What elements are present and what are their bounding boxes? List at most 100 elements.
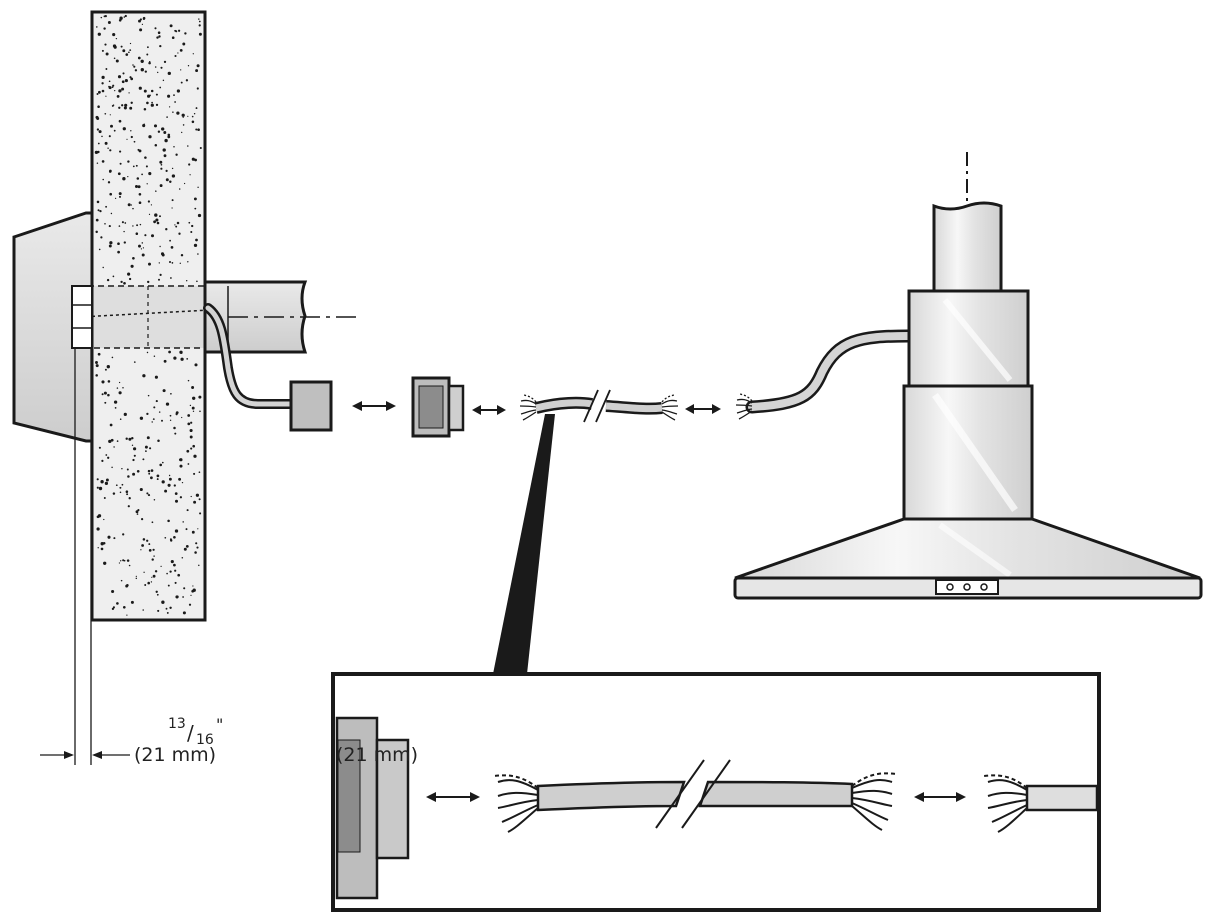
wall-speckle — [129, 106, 133, 110]
wall-speckle — [145, 450, 147, 452]
wall-speckle — [193, 500, 197, 504]
wall-speckle — [128, 51, 130, 54]
wall-speckle — [191, 530, 195, 534]
wall-speckle — [151, 576, 153, 578]
wall-speckle — [128, 277, 132, 281]
wall-speckle — [134, 69, 138, 72]
wall-speckle — [176, 89, 181, 93]
wall-speckle — [131, 436, 134, 440]
wall-speckle — [111, 104, 114, 107]
wall-speckle — [161, 419, 163, 422]
wall-speckle — [128, 437, 132, 441]
wall-speckle — [142, 124, 146, 128]
wall-speckle — [198, 471, 201, 474]
wall-speckle — [154, 66, 157, 68]
wall-speckle — [179, 496, 183, 499]
wall-speckle — [151, 421, 153, 423]
male-plug-icon — [411, 376, 465, 438]
wall-speckle — [174, 499, 179, 503]
wall-speckle — [196, 64, 200, 68]
wall-speckle — [144, 445, 148, 449]
wall-speckle — [141, 544, 144, 547]
wall-speckle — [157, 609, 160, 612]
wall-speckle — [129, 42, 132, 45]
wall-speckle — [142, 458, 145, 461]
wall-speckle — [141, 416, 143, 419]
wall-speckle — [168, 474, 171, 477]
wall-speckle — [157, 439, 160, 443]
wall-speckle — [199, 512, 202, 515]
wall-speckle — [143, 107, 147, 111]
wall-speckle — [107, 21, 111, 24]
wall-speckle — [141, 173, 143, 176]
wall-speckle — [121, 104, 124, 107]
wall-speckle — [190, 447, 193, 450]
wall-speckle — [143, 89, 147, 93]
wall-speckle — [178, 188, 181, 190]
wall-speckle — [148, 61, 151, 65]
wall-speckle — [171, 174, 176, 178]
wall-speckle — [191, 157, 195, 161]
wall-speckle — [133, 140, 136, 143]
wall-speckle — [170, 277, 172, 279]
wall-speckle — [166, 611, 169, 614]
wall-speckle — [167, 519, 170, 523]
wall-speckle — [103, 518, 105, 521]
wall-speckle — [105, 52, 109, 56]
wall-speckle — [123, 106, 127, 110]
wall-speckle — [122, 72, 125, 75]
wall-speckle — [178, 232, 181, 235]
wall-speckle — [155, 93, 158, 96]
wall-speckle — [106, 278, 110, 282]
wall-speckle — [159, 160, 163, 164]
wall-speckle — [162, 148, 166, 152]
wall-speckle — [105, 478, 109, 482]
wall-speckle — [172, 111, 174, 113]
detail-dimension-metric: (21 mm) — [336, 744, 418, 766]
wall-speckle — [198, 498, 201, 501]
wall-speckle — [104, 112, 107, 115]
wall-speckle — [144, 156, 147, 159]
wall-speckle — [127, 272, 131, 276]
wall-speckle — [103, 391, 107, 395]
wall-speckle — [188, 221, 191, 224]
wall-speckle — [175, 153, 178, 156]
detail-male-plug-icon — [335, 716, 410, 900]
wall-speckle — [103, 15, 106, 18]
wall-speckle — [105, 95, 107, 97]
wall-speckle — [136, 224, 139, 227]
wall-speckle — [191, 406, 195, 410]
wall-speckle — [162, 461, 164, 464]
wall-speckle — [196, 280, 198, 283]
wall-speckle — [104, 223, 106, 225]
wall-speckle — [156, 36, 159, 39]
wall-speckle — [174, 492, 178, 495]
wall-speckle — [128, 497, 131, 500]
wall-speckle — [183, 587, 186, 590]
wall-speckle — [128, 92, 130, 94]
detail-inset: (21 mm) — [331, 672, 1101, 912]
wall-speckle — [158, 35, 161, 38]
wall-speckle — [134, 184, 139, 189]
wall-speckle — [196, 87, 199, 90]
wall-speckle — [161, 600, 165, 604]
wall-speckle — [195, 128, 198, 131]
wall-speckle — [111, 356, 114, 359]
wall-speckle — [148, 135, 152, 139]
wall-speckle — [124, 222, 127, 224]
wall-speckle — [105, 68, 108, 70]
wall-speckle — [107, 147, 109, 149]
wall-speckle — [100, 480, 104, 484]
wall-speckle — [186, 449, 190, 453]
wall-speckle — [171, 262, 174, 264]
wall-speckle — [169, 180, 172, 184]
wall-speckle — [110, 212, 113, 215]
wall-speckle — [158, 411, 161, 413]
wall-speckle — [114, 407, 117, 409]
wall-speckle — [132, 472, 136, 476]
connect-arrow-2 — [472, 405, 506, 415]
wall-speckle — [165, 402, 170, 406]
wall-speckle — [98, 486, 103, 491]
wall-speckle — [98, 90, 101, 94]
wall-speckle — [174, 224, 176, 226]
